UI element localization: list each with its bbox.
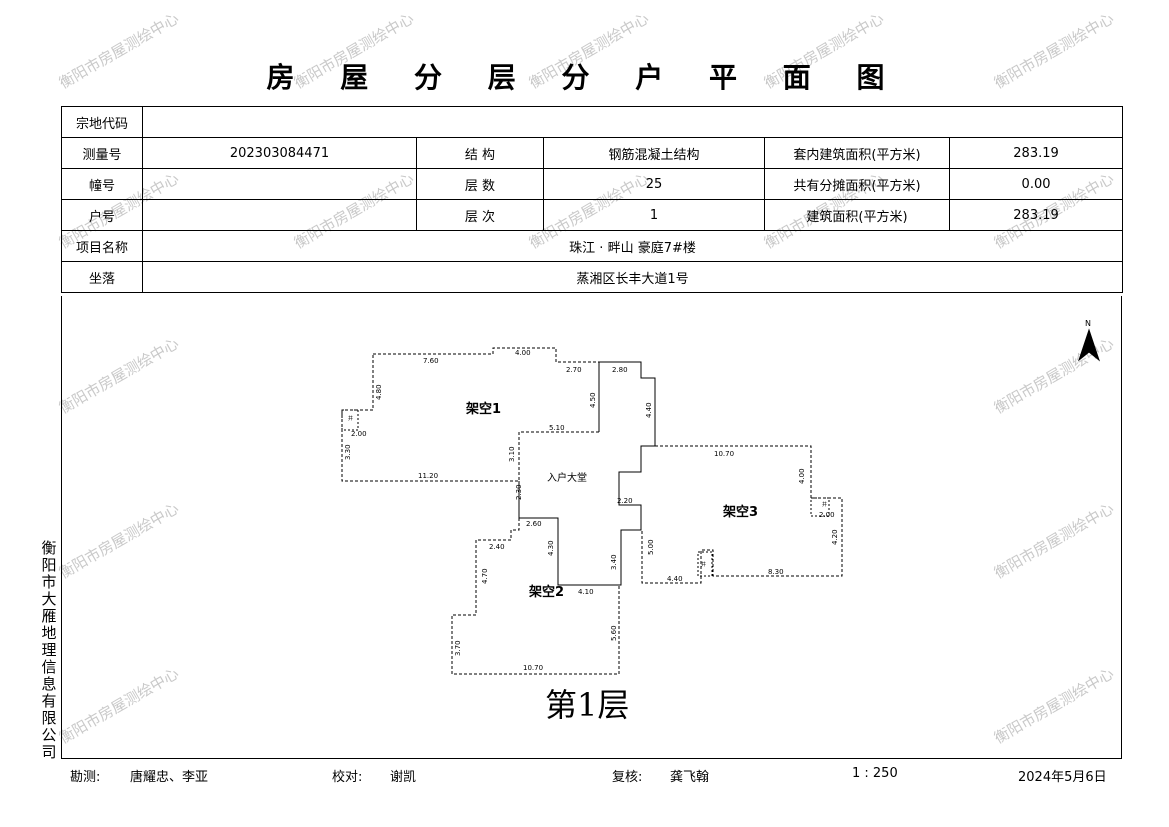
- north-arrow-icon: [1077, 328, 1101, 362]
- dim-label: 4.50: [589, 392, 597, 408]
- dim-label: 3.40: [610, 554, 618, 570]
- dim-label: 10.70: [714, 450, 734, 458]
- dim-label: 3.30: [344, 444, 352, 460]
- label-building-no: 幢号: [61, 168, 143, 200]
- table-row: 幢号 层 数 25 共有分摊面积(平方米) 0.00: [61, 168, 1124, 200]
- page-title: 房 屋 分 层 分 户 平 面 图: [266, 61, 903, 94]
- dim-label: 2.80: [612, 366, 628, 374]
- label-project-name: 项目名称: [61, 230, 143, 262]
- dim-label: 2.40: [489, 543, 505, 551]
- label-survey-no: 测量号: [61, 137, 143, 169]
- dim-label: 3.10: [508, 446, 516, 462]
- table-row: 户号 层 次 1 建筑面积(平方米) 283.19: [61, 199, 1124, 231]
- room-label: 入户大堂: [547, 471, 587, 484]
- company-vertical-text: 衡阳市大雁地理信息有限公司: [41, 539, 57, 761]
- dim-label: 2.20: [617, 497, 633, 505]
- north-label: N: [1085, 319, 1091, 328]
- label-location: 坐落: [61, 261, 143, 293]
- label-floor-level: 层 次: [416, 199, 544, 231]
- dim-label: 2.00: [351, 430, 367, 438]
- value-location: 蒸湘区长丰大道1号: [141, 261, 1124, 293]
- dim-label: 4.00: [798, 468, 806, 484]
- label-parcel-code: 宗地代码: [61, 106, 143, 138]
- label-structure: 结 构: [416, 137, 544, 169]
- dim-label: 4.70: [481, 568, 489, 584]
- dim-label: 5.60: [610, 625, 618, 641]
- well-label: 井: [348, 415, 353, 422]
- dim-label: 3.70: [454, 640, 462, 656]
- well-box: [341, 409, 359, 431]
- well-box: [697, 551, 713, 577]
- table-row: 测量号 202303084471 结 构 钢筋混凝土结构 套内建筑面积(平方米)…: [61, 137, 1124, 169]
- room-label: 架空3: [722, 504, 758, 520]
- label-unit-no: 户号: [61, 199, 143, 231]
- table-row: 宗地代码: [61, 106, 1124, 138]
- value-building-no: [142, 168, 417, 200]
- value-inner-area: 283.19: [948, 137, 1124, 169]
- dim-label: 4.80: [375, 384, 383, 400]
- check-value: 谢凯: [390, 770, 417, 785]
- well-box: [810, 497, 830, 517]
- value-floor-count: 25: [543, 168, 765, 200]
- room-label: 架空1: [465, 401, 501, 417]
- table-row: 项目名称 珠江 · 畔山 豪庭7#楼: [61, 230, 1124, 262]
- dim-label: 5.00: [647, 539, 655, 555]
- check-label: 校对:: [332, 770, 363, 785]
- well-label: 井: [822, 501, 827, 508]
- dim-label: 2.00: [819, 511, 835, 519]
- wall-lobby: [518, 361, 656, 586]
- dim-label: 4.10: [578, 588, 594, 596]
- info-table: 宗地代码 测量号 202303084471 结 构 钢筋混凝土结构 套内建筑面积…: [61, 106, 1124, 293]
- outline-jiakong-2: [451, 518, 620, 675]
- label-floor-count: 层 数: [416, 168, 544, 200]
- dim-label: 2.30: [515, 484, 523, 500]
- dim-label: 7.60: [423, 357, 439, 365]
- outline-jiakong-3: [641, 445, 843, 584]
- room-label: 架空2: [528, 584, 564, 600]
- dim-label: 4.20: [831, 529, 839, 545]
- value-shared-area: 0.00: [948, 168, 1124, 200]
- value-building-area: 283.19: [948, 199, 1124, 231]
- value-survey-no: 202303084471: [142, 137, 417, 169]
- value-unit-no: [142, 199, 417, 231]
- survey-label: 勘测:: [70, 770, 101, 785]
- review-value: 龚飞翰: [670, 770, 710, 785]
- label-inner-area: 套内建筑面积(平方米): [764, 137, 950, 169]
- value-project-name: 珠江 · 畔山 豪庭7#楼: [141, 230, 1124, 262]
- survey-value: 唐耀忠、李亚: [130, 770, 209, 785]
- value-floor-level: 1: [543, 199, 765, 231]
- dim-label: 5.10: [549, 424, 565, 432]
- floor-plan: 架空1 架空2 架空3 入户大堂 N 井 井 井 7.60 4.00 2.70 …: [341, 319, 1101, 724]
- dim-label: 4.40: [645, 402, 653, 418]
- date: 2024年5月6日: [1018, 770, 1107, 785]
- label-shared-area: 共有分摊面积(平方米): [764, 168, 950, 200]
- floor-label: 第1层: [545, 686, 629, 724]
- dim-label: 10.70: [523, 664, 543, 672]
- dim-label: 11.20: [418, 472, 438, 480]
- dim-label: 2.60: [526, 520, 542, 528]
- well-label: 井: [701, 561, 706, 568]
- dim-label: 8.30: [768, 568, 784, 576]
- dim-label: 4.00: [515, 349, 531, 357]
- value-parcel-code: [141, 106, 1124, 138]
- floor-plan-area: 架空1 架空2 架空3 入户大堂 N 井 井 井 7.60 4.00 2.70 …: [61, 296, 1122, 759]
- dim-label: 2.70: [566, 366, 582, 374]
- outline-jiakong-1: [341, 347, 599, 482]
- review-label: 复核:: [612, 770, 643, 785]
- dim-label: 4.40: [667, 575, 683, 583]
- scale: 1 : 250: [852, 766, 898, 781]
- dim-label: 4.30: [547, 540, 555, 556]
- table-row: 坐落 蒸湘区长丰大道1号: [61, 261, 1124, 293]
- label-building-area: 建筑面积(平方米): [764, 199, 950, 231]
- value-structure: 钢筋混凝土结构: [543, 137, 765, 169]
